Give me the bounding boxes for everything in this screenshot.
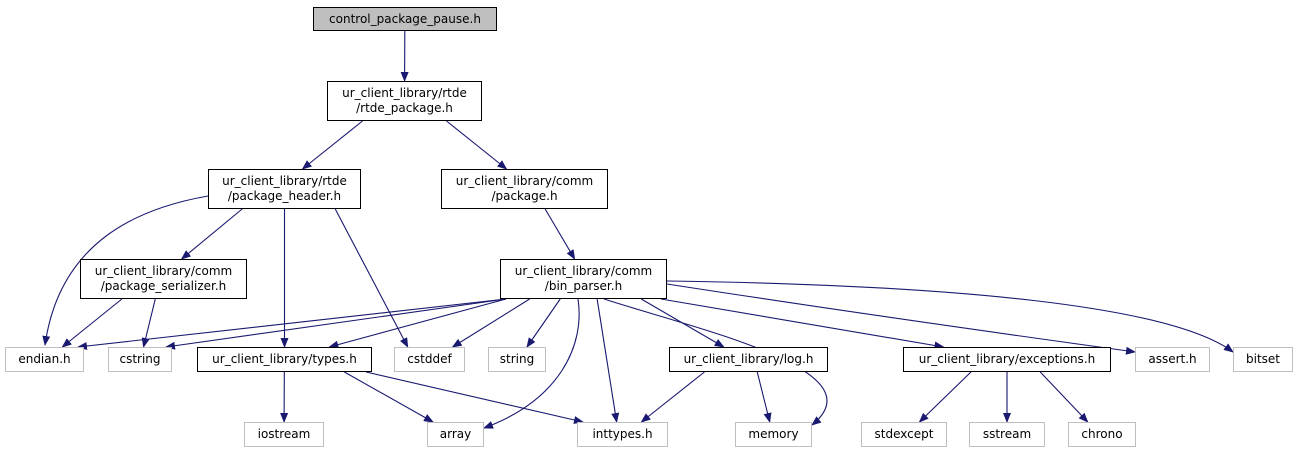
node-label-line: ur_client_library/log.h [683, 352, 814, 366]
node-label-line: assert.h [1148, 352, 1197, 366]
node-label-line: ur_client_library/comm [455, 174, 594, 188]
edge-log-to-inttypes [640, 371, 705, 423]
edge-bin-parser-to-assert [666, 283, 1136, 355]
node-log[interactable]: ur_client_library/log.h [669, 347, 828, 372]
edge-package-header-to-endian [42, 195, 209, 346]
node-stdexcept: stdexcept [861, 422, 947, 447]
edge-rtde-package-to-comm-package [446, 120, 508, 170]
node-package-header[interactable]: ur_client_library/rtde/package_header.h [208, 169, 361, 209]
node-label-line: stdexcept [874, 427, 934, 441]
node-label-line: /rtde_package.h [356, 101, 453, 115]
node-bitset: bitset [1233, 347, 1293, 372]
node-label-line: iostream [257, 427, 311, 441]
edge-bin-parser-to-inttypes [596, 298, 620, 423]
node-label-line: endian.h [18, 352, 71, 366]
node-label-line: control_package_pause.h [329, 11, 481, 26]
node-label-line: cstring [119, 352, 161, 366]
node-bin-parser[interactable]: ur_client_library/comm/bin_parser.h [500, 259, 667, 299]
node-string: string [488, 347, 546, 372]
node-label-line: ur_client_library/comm [94, 264, 233, 278]
edge-bin-parser-to-exceptions [660, 298, 945, 350]
edge-types-to-array [344, 371, 434, 423]
node-label-line: string [499, 352, 535, 366]
node-iostream: iostream [244, 422, 324, 447]
edge-exceptions-to-stdexcept [918, 371, 972, 423]
node-label-line: /package_header.h [227, 189, 342, 203]
node-types[interactable]: ur_client_library/types.h [197, 347, 372, 372]
edge-bin-parser-to-bitset [666, 280, 1234, 353]
node-label-line: ur_client_library/rtde [342, 86, 467, 100]
edge-package-serializer-to-endian [61, 298, 123, 348]
edge-log-to-memory [756, 371, 772, 423]
node-cstddef: cstddef [394, 347, 465, 372]
node-label-line: sstream [982, 427, 1032, 441]
node-rtde-package[interactable]: ur_client_library/rtde/rtde_package.h [327, 81, 482, 121]
node-label-line: /bin_parser.h [544, 279, 623, 293]
edge-bin-parser-to-string [526, 298, 561, 348]
edge-package-header-to-cstddef [334, 208, 409, 348]
edge-bin-parser-to-endian [77, 298, 507, 350]
node-exceptions[interactable]: ur_client_library/exceptions.h [903, 347, 1111, 372]
node-label-line: memory [748, 427, 799, 441]
node-root[interactable]: control_package_pause.h [313, 7, 497, 31]
node-label-line: ur_client_library/exceptions.h [918, 352, 1096, 366]
node-chrono: chrono [1068, 422, 1136, 447]
edge-bin-parser-to-cstring [165, 298, 507, 350]
node-label-line: inttypes.h [592, 427, 653, 441]
edge-comm-package-to-bin-parser [544, 208, 576, 260]
edge-bin-parser-to-array [483, 298, 580, 429]
node-label-line: ur_client_library/rtde [222, 174, 347, 188]
edge-types-to-inttypes [365, 371, 584, 424]
node-array: array [427, 422, 484, 447]
node-label-line: bitset [1246, 352, 1280, 366]
edge-exceptions-to-chrono [1039, 371, 1089, 423]
node-label-line: /package.h [491, 189, 558, 203]
node-label-line: chrono [1081, 427, 1123, 441]
node-inttypes: inttypes.h [577, 422, 668, 447]
edge-bin-parser-to-cstddef [451, 298, 530, 348]
node-sstream: sstream [969, 422, 1045, 447]
node-label-line: /package_serializer.h [100, 279, 227, 293]
node-endian: endian.h [5, 347, 84, 372]
node-package-serializer[interactable]: ur_client_library/comm/package_serialize… [80, 259, 247, 299]
node-label-line: ur_client_library/types.h [212, 352, 357, 366]
edge-package-header-to-package-serializer [180, 208, 243, 260]
node-cstring: cstring [108, 347, 172, 372]
node-label-line: ur_client_library/comm [514, 264, 653, 278]
node-memory: memory [735, 422, 812, 447]
edge-bin-parser-to-types [328, 298, 507, 349]
node-comm-package[interactable]: ur_client_library/comm/package.h [441, 169, 608, 209]
node-assert: assert.h [1135, 347, 1210, 372]
edge-rtde-package-to-package-header [301, 120, 363, 170]
node-label-line: array [439, 427, 472, 441]
node-label-line: cstddef [407, 352, 452, 366]
